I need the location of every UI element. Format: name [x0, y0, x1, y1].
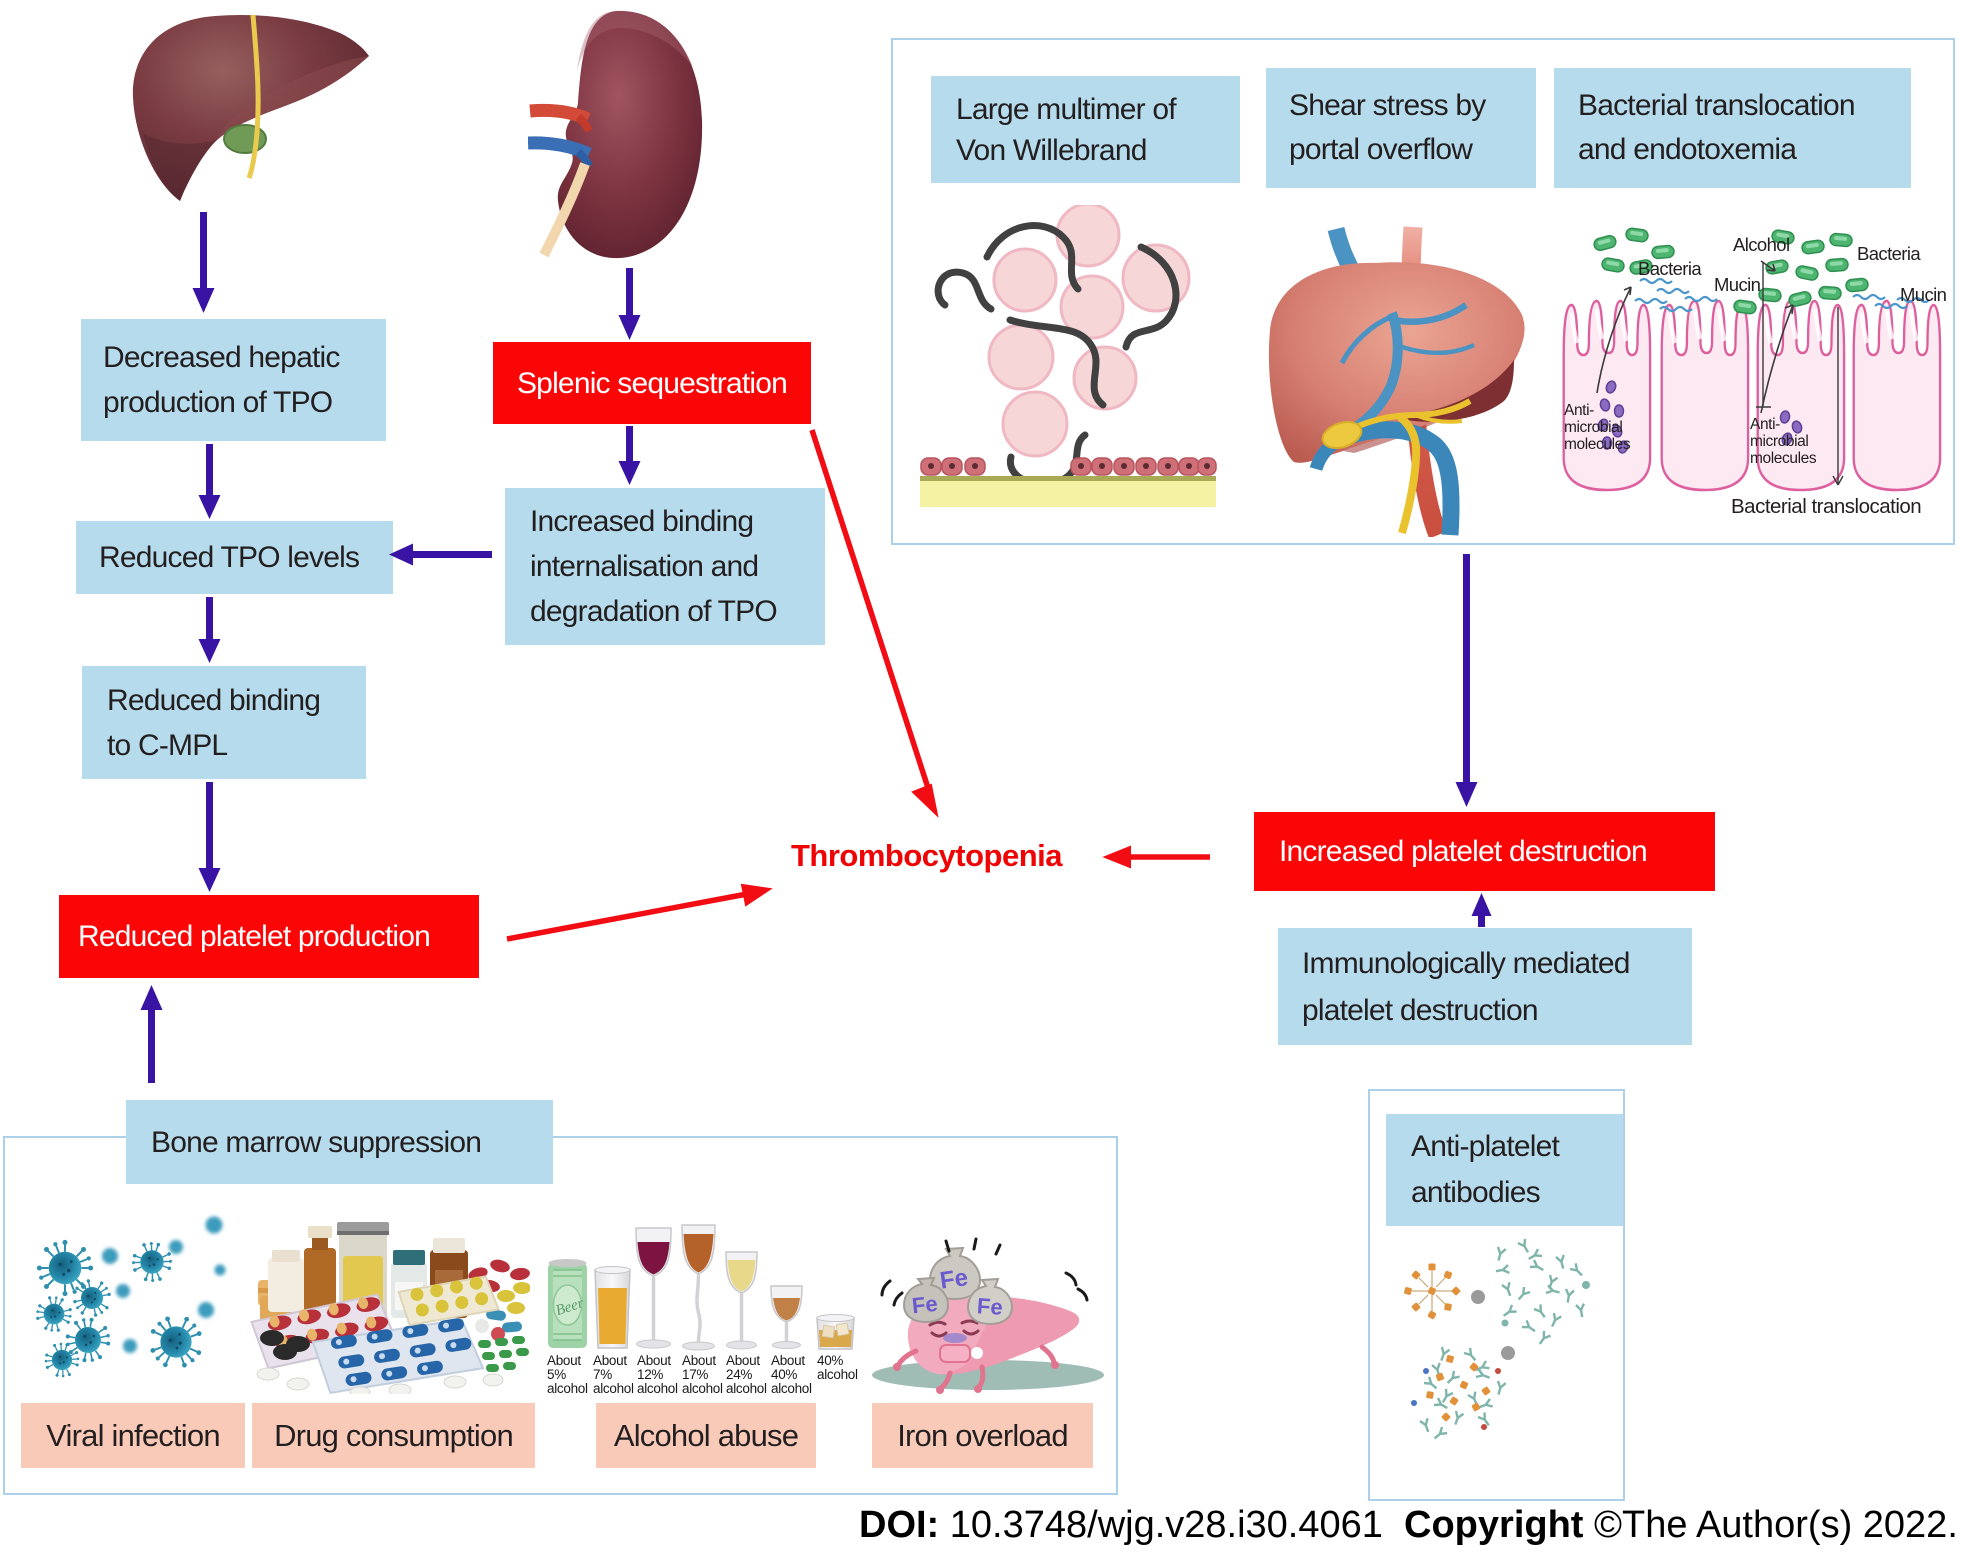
svg-text:alcohol: alcohol: [637, 1381, 678, 1396]
svg-text:alcohol: alcohol: [771, 1381, 812, 1396]
svg-text:Bacterial translocation: Bacterial translocation: [1731, 495, 1921, 518]
svg-text:alcohol: alcohol: [726, 1381, 767, 1396]
svg-text:molecules: molecules: [1750, 450, 1817, 467]
svg-text:Mucin: Mucin: [1714, 274, 1761, 295]
svg-text:alcohol: alcohol: [547, 1381, 588, 1396]
svg-text:Fe: Fe: [976, 1293, 1003, 1320]
svg-text:Anti-: Anti-: [1564, 402, 1594, 419]
svg-text:About: About: [771, 1353, 805, 1368]
svg-text:microbial: microbial: [1750, 433, 1808, 450]
svg-text:40%: 40%: [817, 1353, 843, 1368]
svg-text:About: About: [637, 1353, 671, 1368]
svg-text:alcohol: alcohol: [817, 1367, 858, 1382]
svg-text:molecules: molecules: [1564, 436, 1631, 453]
svg-text:40%: 40%: [771, 1367, 797, 1382]
svg-text:Fe: Fe: [911, 1291, 939, 1319]
svg-text:5%: 5%: [547, 1367, 566, 1382]
svg-text:Mucin: Mucin: [1900, 284, 1947, 305]
svg-text:12%: 12%: [637, 1367, 663, 1382]
svg-text:7%: 7%: [593, 1367, 612, 1382]
svg-text:alcohol: alcohol: [593, 1381, 634, 1396]
svg-text:Anti-: Anti-: [1750, 416, 1780, 433]
svg-text:Alcohol: Alcohol: [1733, 234, 1789, 255]
svg-text:microbial: microbial: [1564, 419, 1622, 436]
svg-text:Bacteria: Bacteria: [1857, 243, 1921, 264]
svg-text:17%: 17%: [682, 1367, 708, 1382]
svg-text:alcohol: alcohol: [682, 1381, 723, 1396]
svg-text:About: About: [593, 1353, 627, 1368]
svg-text:About: About: [726, 1353, 760, 1368]
svg-text:24%: 24%: [726, 1367, 752, 1382]
svg-text:About: About: [547, 1353, 581, 1368]
svg-text:About: About: [682, 1353, 716, 1368]
svg-text:Bacteria: Bacteria: [1638, 258, 1702, 279]
svg-text:Fe: Fe: [938, 1264, 970, 1295]
